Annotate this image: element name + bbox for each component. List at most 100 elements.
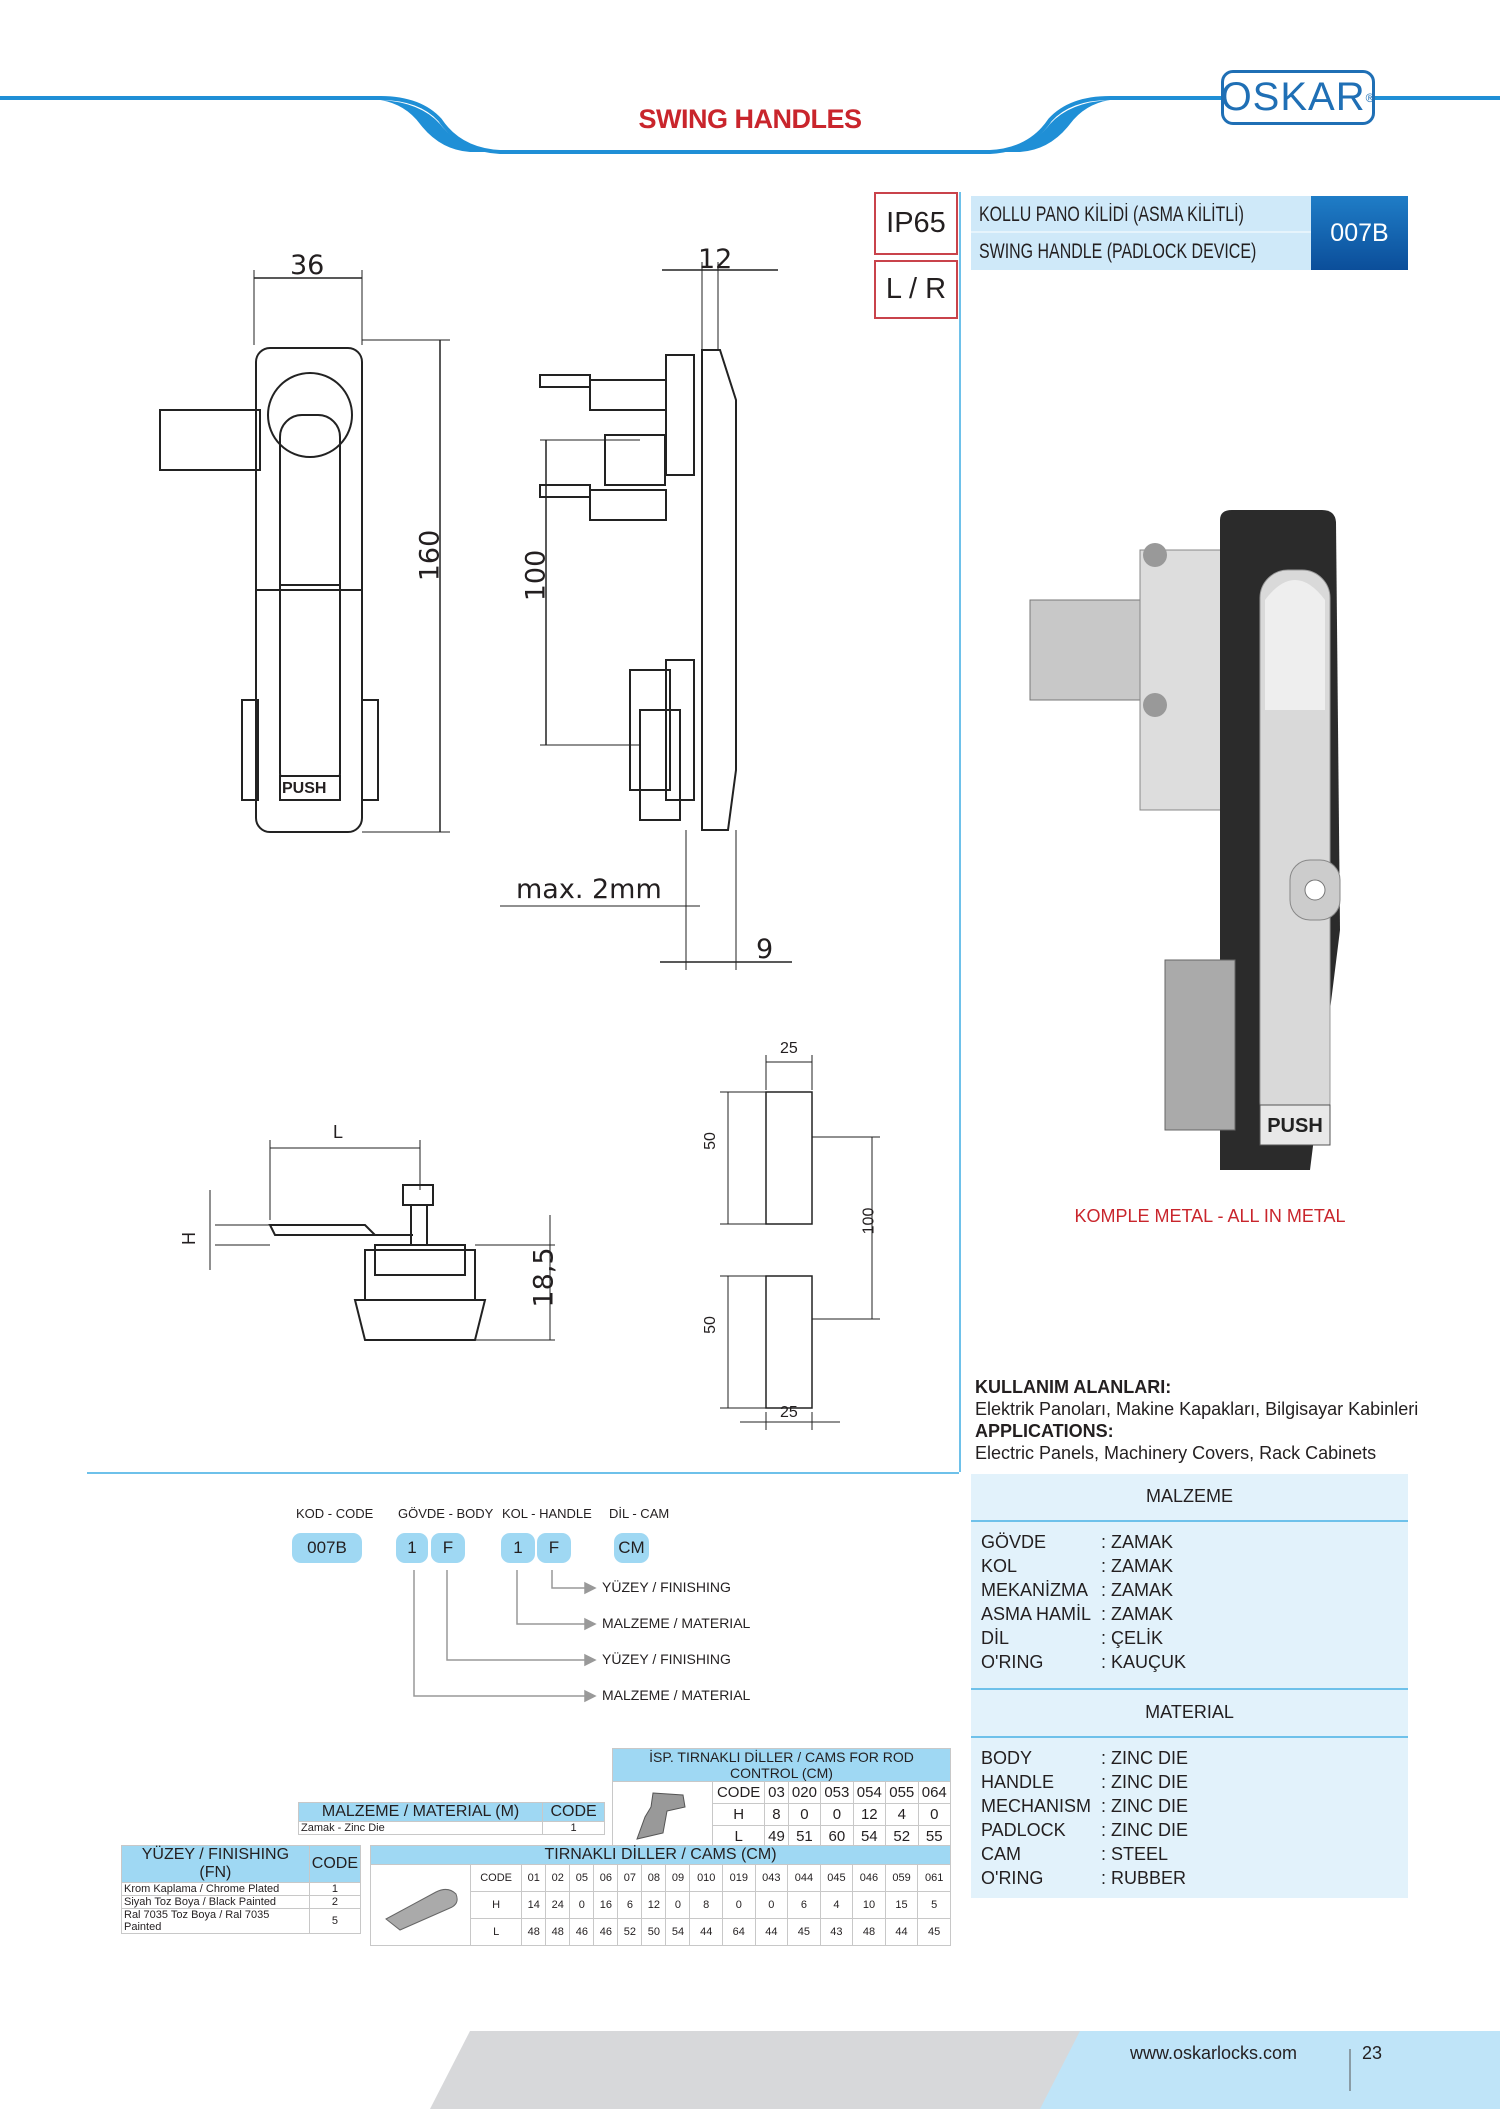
table-cell: 48 [545,1918,571,1946]
material-value: : ZAMAK [1101,1604,1174,1624]
table-cell: CODE [711,1781,766,1804]
divider [971,1688,1408,1690]
table-cell: 053 [820,1781,854,1804]
table-header-row: MALZEME / MATERIAL (M)CODE [297,1802,605,1822]
applications-text-tr: Elektrik Panoları, Makine Kapakları, Bil… [975,1399,1419,1419]
table-cell: 54 [852,1825,887,1848]
materials-panel: MALZEME GÖVDE: ZAMAK KOL : ZAMAK MEKANİZMA:… [971,1474,1408,1898]
dim-cam-height: 18,5 [528,1247,560,1308]
table-cell: 09 [665,1864,691,1892]
product-photo: PUSH [1029,510,1341,1170]
dim-cam-H: H [179,1232,199,1245]
applications-text-en: Electric Panels, Machinery Covers, Rack … [975,1443,1377,1463]
material-value: : ZAMAK [1101,1580,1174,1600]
arrow-label-handle-material: MALZEME / MATERIAL [602,1615,751,1631]
material-row: O'RING: RUBBER [981,1868,1186,1889]
dim-height: 160 [414,529,446,582]
material-value: : ZINC DIE [1101,1772,1189,1792]
dim-max-panel: max. 2mm [516,874,662,905]
table-cell: 06 [593,1864,619,1892]
dim-cutout-spacing: 100 [860,1207,878,1235]
table-cell: 8 [689,1891,724,1919]
material-part: PADLOCK [981,1820,1066,1840]
material-value: : ZAMAK [1101,1532,1174,1552]
material-part: O'RING [981,1652,1044,1672]
dim-width: 36 [290,250,325,281]
material-row: GÖVDE: ZAMAK [981,1532,1173,1553]
table-cell: Siyah Toz Boya / Black Painted [121,1895,310,1909]
material-part: KOL [981,1556,1018,1576]
table-header-row: YÜZEY / FINISHING (FN)CODE [121,1845,362,1883]
product-name-en: SWING HANDLE (PADLOCK DEVICE) [979,240,1257,263]
cam-icon [384,1888,458,1931]
code-pill-model: 007B [292,1533,362,1563]
code-label-code: KOD - CODE [296,1506,374,1521]
table-cell: 02 [545,1864,571,1892]
material-part: CAM [981,1844,1021,1864]
table-cell: 01 [521,1864,547,1892]
push-label: PUSH [282,780,327,797]
material-row: MECHANISM: ZINC DIE [981,1796,1188,1817]
table-cell: 55 [917,1825,951,1848]
table-cell: L [469,1918,523,1946]
cam-image [370,1864,471,1946]
product-code-badge: 007B [1311,196,1408,270]
handedness-badge: L / R [874,260,958,319]
dim-cutout-h-bottom: 50 [701,1316,719,1334]
registered-mark: ® [1365,90,1376,105]
front-view-drawing [159,270,450,833]
arrow-label-handle-finishing: YÜZEY / FINISHING [602,1579,731,1595]
page-number: 23 [1362,2043,1383,2063]
table-cell: 010 [689,1864,724,1892]
material-row: DİL: ÇELİK [981,1628,1163,1649]
table-cell: 46 [569,1918,595,1946]
header-band [0,96,1500,154]
divider [971,1736,1408,1738]
material-value: : KAUÇUK [1101,1652,1187,1672]
material-row: BODY : ZINC DIE [981,1748,1188,1769]
material-value: : ZINC DIE [1101,1796,1189,1816]
table-cell: 5 [917,1891,951,1919]
materials-title-tr: MALZEME [1145,1486,1233,1506]
material-part: BODY [981,1748,1033,1768]
panel-cutout-drawing [720,1055,880,1430]
materials-title-en: MATERIAL [1145,1702,1234,1722]
side-view-drawing [500,262,792,970]
table-cell: 0 [722,1891,756,1919]
table-cell: 043 [754,1864,789,1892]
table-cell: 48 [852,1918,886,1946]
product-caption: KOMPLE METAL - ALL IN METAL [1074,1206,1346,1226]
arrow-label-body-finishing: YÜZEY / FINISHING [602,1651,731,1667]
table-header-row: TIRNAKLI DİLLER / CAMS (CM) [370,1845,951,1865]
table-cell: 45 [917,1918,951,1946]
table-cell: 0 [820,1803,854,1826]
table-cell: 045 [819,1864,854,1892]
table-cell: 16 [593,1891,619,1919]
material-row: CAM : STEEL [981,1844,1168,1865]
table-cell: 44 [884,1918,919,1946]
material-row: ASMA HAMİL: ZAMAK [981,1604,1173,1625]
table-cell: 055 [885,1781,919,1804]
applications-title-tr: KULLANIM ALANLARI: [975,1377,1172,1397]
dim-cutout-w-top: 25 [780,1040,798,1057]
footer-website-link[interactable]: www.oskarlocks.com [1130,2043,1298,2063]
material-part: MEKANİZMA [981,1580,1089,1600]
table-cell: 2 [308,1895,362,1909]
material-value: : STEEL [1101,1844,1169,1864]
table-cell: 44 [689,1918,724,1946]
code-pill-handle-material: 1 [501,1533,535,1563]
table-header: MALZEME / MATERIAL (M) [297,1802,544,1822]
material-part: O'RING [981,1868,1044,1888]
code-pill-body-finishing: F [431,1533,465,1563]
rod-cam-icon [635,1792,686,1840]
material-value: : ÇELİK [1101,1628,1164,1648]
page-title: SWING HANDLES [638,104,863,134]
table-cell: 07 [617,1864,643,1892]
material-value: : ZINC DIE [1101,1748,1189,1768]
table-cell: 1 [542,1821,605,1835]
